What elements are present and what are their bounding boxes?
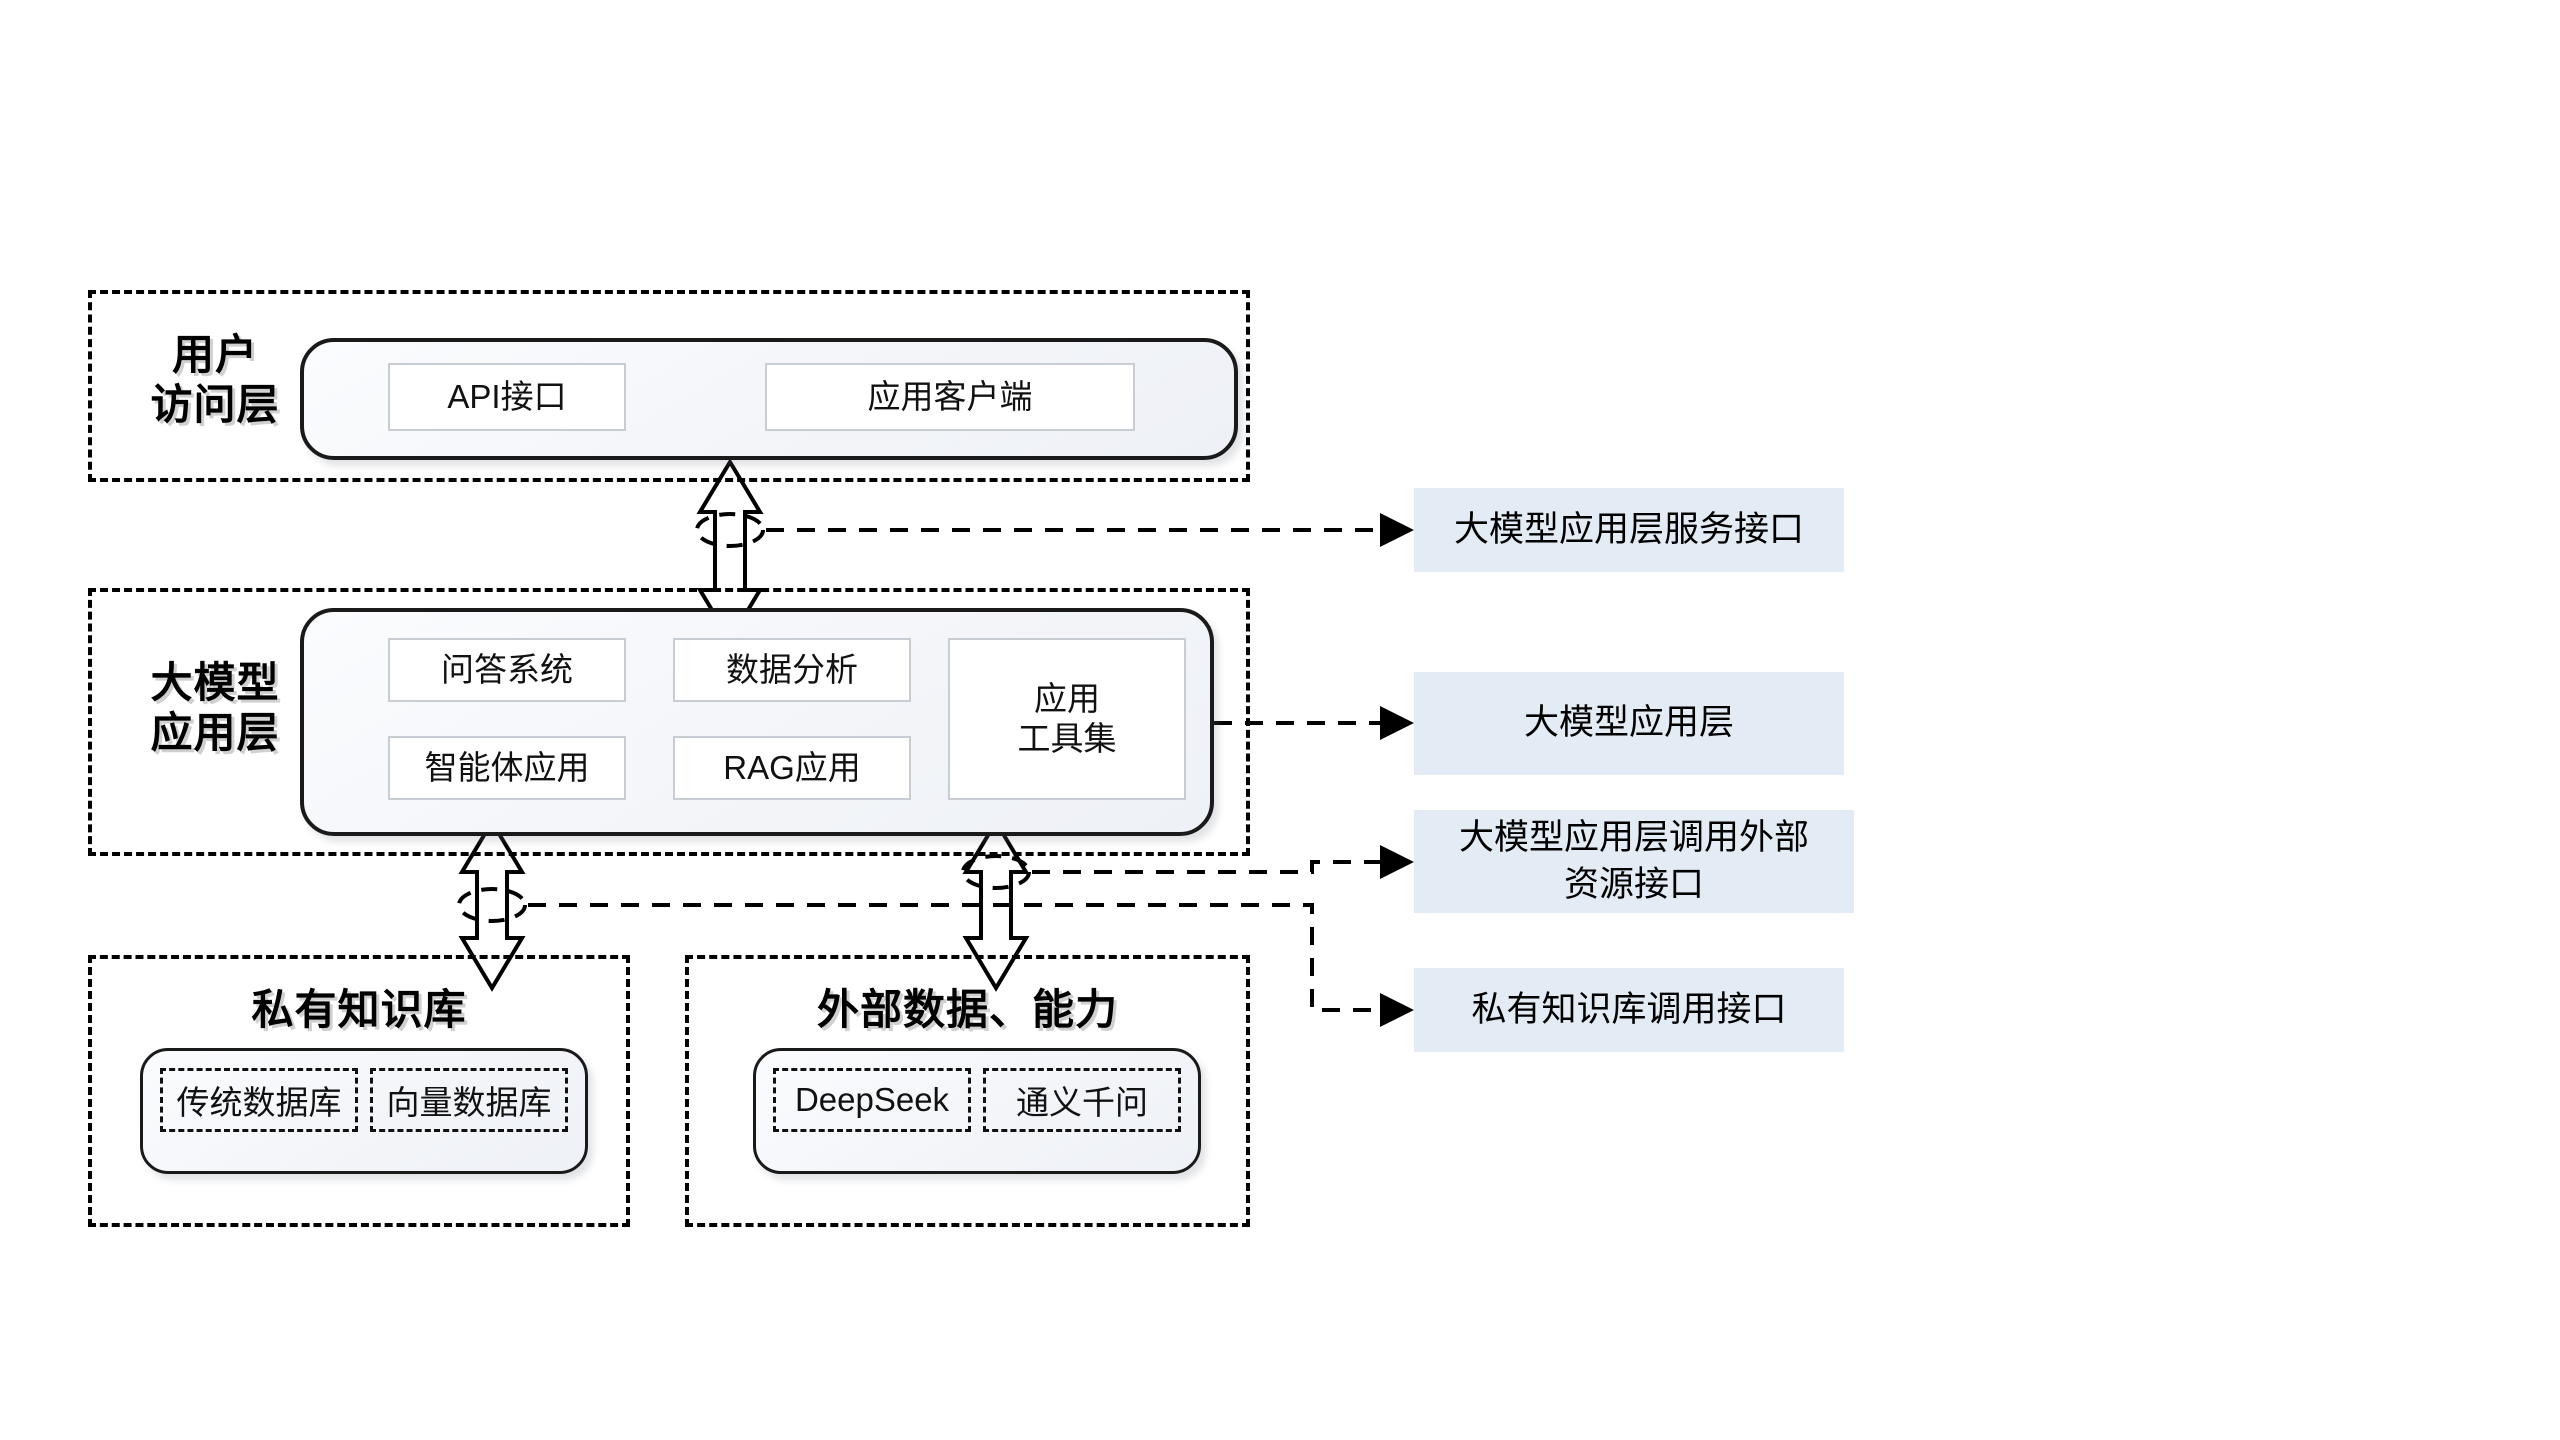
llm-app-item-rag[interactable]: RAG应用	[673, 736, 911, 800]
pointer-to-service-interface-tag	[766, 513, 1414, 547]
layer-group-user-access[interactable]	[88, 290, 1250, 482]
llm-app-item-qa[interactable]: 问答系统	[388, 638, 626, 702]
annotation-tag-private-kb-interface[interactable]: 私有知识库调用接口	[1414, 968, 1844, 1052]
user-access-item-api[interactable]: API接口	[388, 363, 626, 431]
interface-socket-icon-top	[695, 512, 765, 548]
external-item-tongyi[interactable]: 通义千问	[983, 1068, 1181, 1132]
annotation-tag-service-interface[interactable]: 大模型应用层服务接口	[1414, 488, 1844, 572]
private-kb-item-vector-db[interactable]: 向量数据库	[370, 1068, 568, 1132]
external-item-deepseek[interactable]: DeepSeek	[773, 1068, 971, 1132]
layer-group-private-kb[interactable]	[88, 955, 630, 1227]
layer-title-external: 外部数据、能力	[816, 986, 1118, 1033]
layer-title-llm-app: 大模型 应用层	[150, 659, 280, 756]
private-kb-item-traditional-db[interactable]: 传统数据库	[160, 1068, 358, 1132]
layer-group-external[interactable]	[685, 955, 1250, 1227]
annotation-tag-external-resource[interactable]: 大模型应用层调用外部 资源接口	[1414, 810, 1854, 913]
interface-socket-icon-left	[457, 887, 527, 923]
llm-app-item-toolset[interactable]: 应用 工具集	[948, 638, 1186, 800]
interface-socket-icon-right	[961, 854, 1031, 890]
layer-group-llm-app[interactable]	[88, 588, 1250, 856]
llm-app-item-data-analysis[interactable]: 数据分析	[673, 638, 911, 702]
annotation-tag-llm-app-layer[interactable]: 大模型应用层	[1414, 672, 1844, 775]
layer-title-user-access: 用户 访问层	[150, 331, 280, 428]
user-access-item-client[interactable]: 应用客户端	[765, 363, 1135, 431]
layer-title-private-kb: 私有知识库	[251, 986, 467, 1033]
llm-app-item-agent[interactable]: 智能体应用	[388, 736, 626, 800]
